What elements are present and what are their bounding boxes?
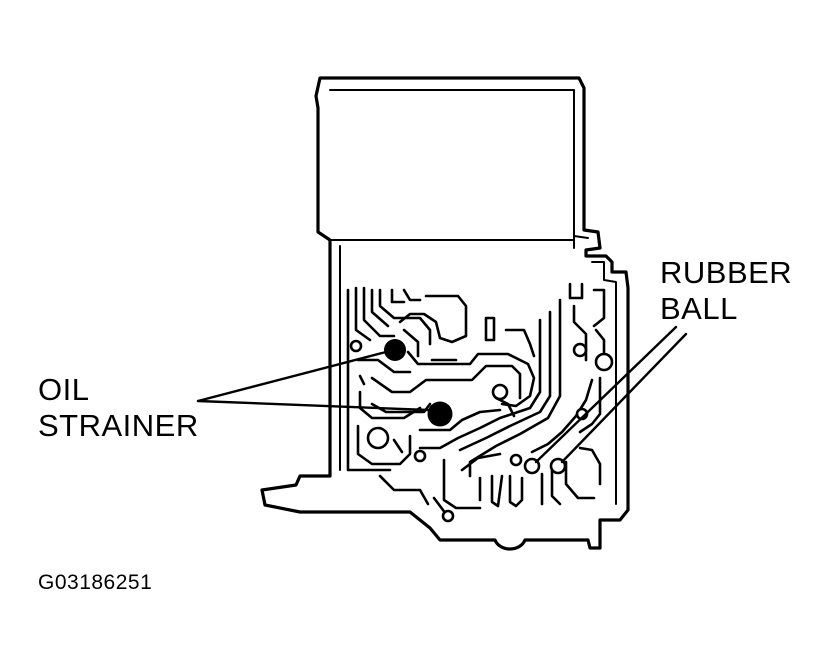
valve-body-outline (260, 76, 630, 551)
oil-passages (346, 282, 606, 516)
oil-strainer-leader-2 (196, 399, 430, 412)
rubber-ball-label: RUBBER BALL (660, 255, 792, 327)
rubber-ball-label-line1: RUBBER (660, 255, 793, 290)
oil-strainer-1 (384, 339, 406, 361)
oil-strainer-label-line2: STRAINER (38, 408, 199, 443)
rubber-ball-markers (523, 457, 567, 475)
oil-strainer-leader-1 (196, 350, 388, 403)
rubber-ball-leader-2 (560, 332, 688, 464)
rubber-ball-label-line2: BALL (660, 291, 738, 326)
rubber-ball-leader-1 (534, 325, 678, 464)
port-holes (349, 339, 614, 523)
oil-strainer-markers (384, 339, 453, 427)
oil-strainer-label-line1: OIL (38, 372, 90, 407)
figure-id: G03186251 (38, 571, 153, 594)
valve-body-inner-outline (329, 89, 617, 505)
oil-strainer-label: OIL STRAINER (38, 372, 199, 444)
oil-strainer-2 (427, 401, 453, 427)
leader-lines (196, 325, 688, 464)
